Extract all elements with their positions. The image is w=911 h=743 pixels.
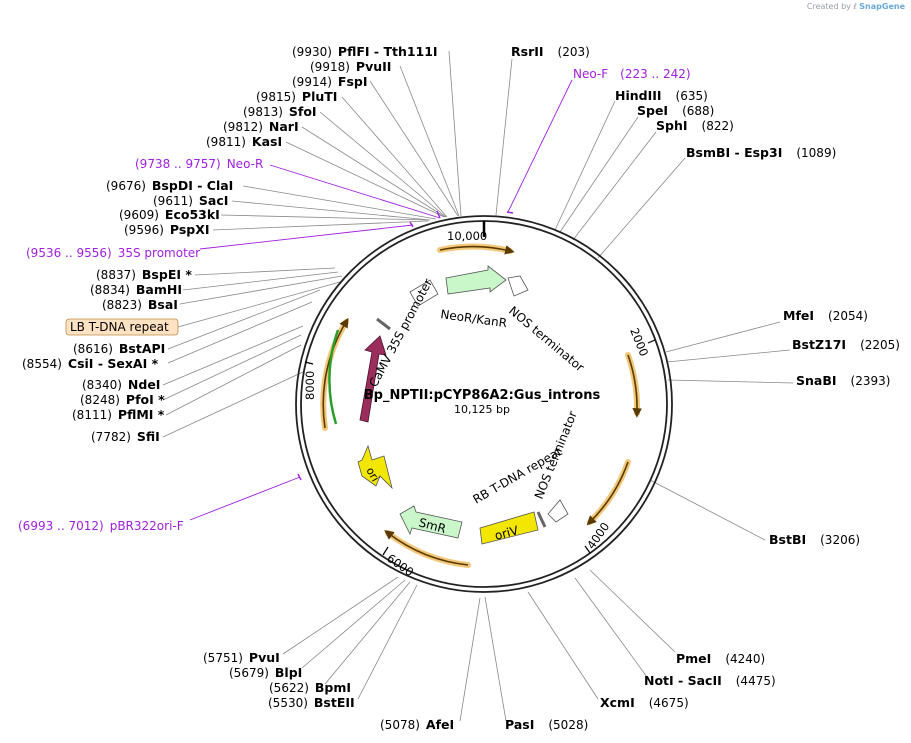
site-group-right: RsrII(203) Neo-F(223 .. 242) HindIII(635…: [511, 44, 900, 547]
smr-feature[interactable]: [399, 505, 463, 539]
primer-connector-lines: [189, 79, 573, 521]
site-label-bstapi[interactable]: (8616)BstAPI: [73, 341, 165, 356]
trfa-label: trfA: [351, 370, 369, 399]
site-label-xcmi[interactable]: XcmI(4675): [600, 695, 689, 710]
tick-label-8000: 8000: [303, 371, 317, 400]
site-label-snabi[interactable]: SnaBI(2393): [796, 373, 890, 388]
neor-kanr-feature[interactable]: [445, 265, 507, 295]
site-label-noti[interactable]: NotI - SacII(4475): [644, 673, 776, 688]
site-label-pflmi[interactable]: (8111)PflMI *: [72, 407, 165, 422]
site-label-pflfi[interactable]: (9930)PflFI - Tth111I: [292, 44, 438, 59]
site-label-bspdi[interactable]: (9676)BspDI - ClaI: [106, 178, 233, 193]
tick-label-6000: 6000: [384, 551, 416, 579]
lb-t-dna-repeat-label: LB T-DNA repeat: [70, 320, 169, 334]
site-label-rsrii[interactable]: RsrII(203): [511, 44, 590, 59]
camv-35s-promoter-label: CaMV 35S promoter: [366, 276, 435, 389]
site-label-kasi[interactable]: (9811)KasI: [206, 134, 282, 149]
site-label-fspi[interactable]: (9914)FspI: [292, 74, 367, 89]
site-label-pasi[interactable]: PasI(5028): [505, 717, 588, 732]
site-label-pspxi[interactable]: (9596)PspXI: [124, 222, 210, 237]
site-label-bsmbi[interactable]: BsmBI - Esp3I(1089): [686, 145, 836, 160]
oriv-feature[interactable]: [479, 511, 539, 545]
site-label-afei[interactable]: (5078)AfeI: [380, 717, 454, 732]
site-label-bspei[interactable]: (8837)BspEI *: [96, 267, 192, 282]
primer-marks: [297, 210, 514, 481]
snapgene-logo-icon: ℓ: [853, 2, 857, 11]
site-label-pfoi[interactable]: (8248)PfoI *: [80, 392, 165, 407]
site-label-spei[interactable]: SpeI(688): [637, 103, 714, 118]
scale-ticks: [304, 339, 656, 556]
lb-t-dna-repeat-box[interactable]: [65, 318, 179, 336]
site-label-bsai[interactable]: (8823)BsaI: [102, 297, 178, 312]
site-label-sfii[interactable]: (7782)SfiI: [91, 429, 160, 444]
site-label-ndei[interactable]: (8340)NdeI: [82, 377, 160, 392]
site-group-bottom: PmeI(4240) NotI - SacII(4475) XcmI(4675)…: [203, 650, 776, 732]
tick-label-10000: 10,000: [447, 229, 487, 243]
rb-repeat-mark: [536, 511, 547, 528]
credit-brand: SnapGene: [859, 2, 905, 11]
orf-arcs: [322, 245, 642, 566]
site-label-plutI[interactable]: (9815)PluTI: [256, 89, 337, 104]
site-label-bstbi[interactable]: BstBI(3206): [769, 532, 860, 547]
primer-label-neor[interactable]: (9738 .. 9757)Neo-R: [135, 157, 263, 171]
smr-label: SmR: [417, 515, 447, 536]
site-label-blpi[interactable]: (5679)BlpI: [229, 665, 302, 680]
site-group-left: (8837)BspEI * (8834)BamHI (8823)BsaI (86…: [18, 267, 192, 533]
site-label-csii[interactable]: (8554)CsiI - SexAI *: [22, 356, 159, 371]
site-label-bpmi[interactable]: (5622)BpmI: [269, 680, 351, 695]
primer-label-pbr[interactable]: (6993 .. 7012)pBR322ori-F: [18, 519, 184, 533]
nos-terminator-top-label: NOS terminator: [506, 304, 587, 375]
nos-terminator-top-feature[interactable]: [507, 275, 529, 297]
lb-repeat-mark: [376, 317, 391, 331]
ori-feature[interactable]: [357, 444, 393, 490]
site-connector-lines: [162, 50, 794, 722]
site-label-mfei[interactable]: MfeI(2054): [783, 308, 868, 323]
site-label-bsteii[interactable]: (5530)BstEII: [268, 695, 355, 710]
site-label-pvuii[interactable]: (9918)PvuII: [310, 59, 391, 74]
ori-label: ori: [363, 465, 381, 484]
trfa-feature[interactable]: [359, 335, 387, 423]
neor-kanr-label: NeoR/KanR: [440, 307, 508, 330]
site-label-hindiii[interactable]: HindIII(635): [615, 88, 708, 103]
primer-label-p35s[interactable]: (9536 .. 9556)35S promoter: [26, 246, 200, 260]
credit-text: Created by: [806, 2, 851, 11]
primer-label-neof[interactable]: Neo-F(223 .. 242): [573, 67, 691, 81]
nos-terminator-bottom-feature[interactable]: [547, 499, 569, 523]
site-label-bamhi[interactable]: (8834)BamHI: [90, 282, 182, 297]
site-label-sfoi[interactable]: (9813)SfoI: [243, 104, 317, 119]
camv-35s-promoter-feature[interactable]: [409, 279, 439, 307]
site-label-eco53ki[interactable]: (9609)Eco53kI: [119, 207, 220, 222]
site-label-saci[interactable]: (9611)SacI: [153, 193, 228, 208]
plasmid-size: 10,125 bp: [454, 403, 510, 416]
plasmid-name: Bp_NPTII:pCYP86A2:Gus_introns: [364, 388, 601, 403]
backbone-outer: [295, 215, 673, 593]
site-label-pmei[interactable]: PmeI(4240): [676, 651, 765, 666]
site-group-top-left: (9930)PflFI - Tth111I (9918)PvuII (9914)…: [26, 44, 438, 260]
site-label-sphi[interactable]: SphI(822): [656, 118, 734, 133]
small-green-orf: [328, 329, 340, 425]
snapgene-credit: Created by ℓ SnapGene: [807, 2, 905, 11]
site-label-nari[interactable]: (9812)NarI: [223, 119, 299, 134]
tick-label-4000: 4000: [584, 520, 612, 552]
site-label-pvui[interactable]: (5751)PvuI: [203, 650, 280, 665]
oriv-label: oriV: [493, 523, 520, 543]
site-label-bstz17i[interactable]: BstZ17I(2205): [792, 337, 900, 352]
tick-label-2000: 2000: [627, 326, 651, 358]
